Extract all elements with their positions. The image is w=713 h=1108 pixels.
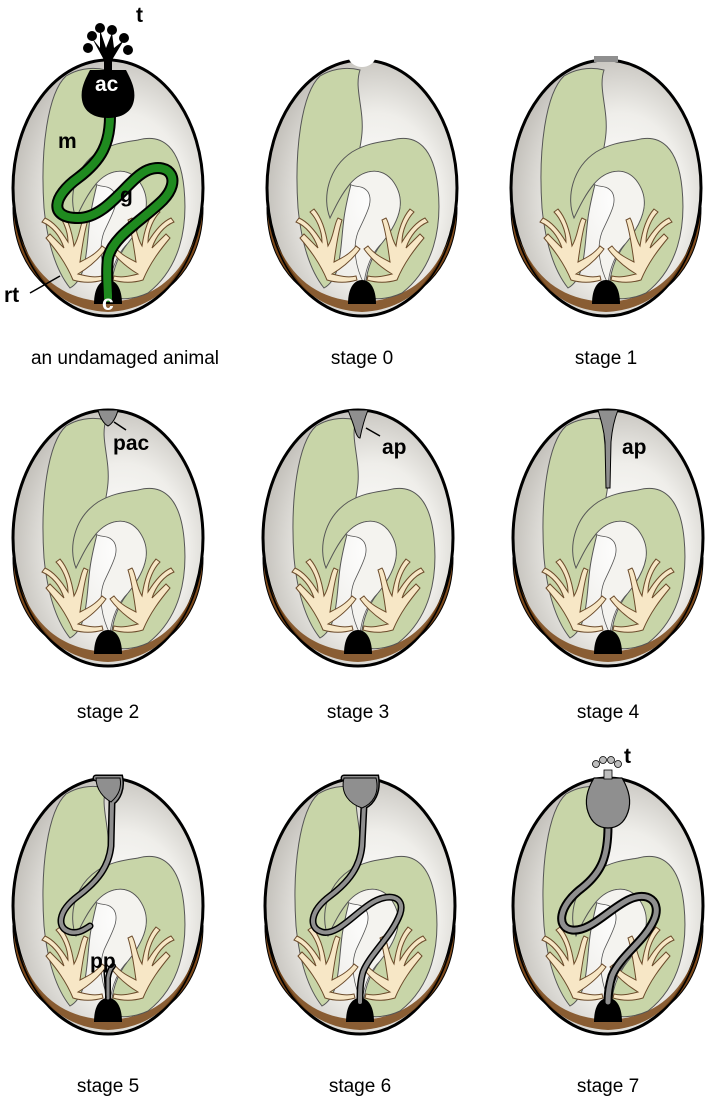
label-m: m <box>58 130 77 153</box>
panel-undamaged: ac t m g rt c <box>4 4 205 318</box>
label-g: g <box>120 184 133 207</box>
label-rt: rt <box>4 284 19 307</box>
label-pp: pp <box>90 950 116 973</box>
panel-stage-6 <box>263 774 457 1036</box>
caption-stage-6: stage 6 <box>329 1076 391 1097</box>
panel-stage-7: t <box>511 745 705 1036</box>
caption-stage-0: stage 0 <box>331 348 393 369</box>
caption-stage-5: stage 5 <box>77 1076 139 1097</box>
label-ap-3: ap <box>382 436 407 459</box>
label-t: t <box>136 4 143 27</box>
caption-stage-3: stage 3 <box>327 702 389 723</box>
panel-stage-4: ap <box>511 408 705 668</box>
label-ap-4: ap <box>622 436 647 459</box>
panel-stage-2: pac <box>11 408 205 668</box>
label-c: c <box>102 292 114 315</box>
caption-undamaged: an undamaged animal <box>31 348 219 369</box>
label-t-7: t <box>624 745 631 768</box>
panel-stage-1 <box>509 56 703 318</box>
panel-stage-3: ap <box>261 408 455 668</box>
caption-stage-1: stage 1 <box>575 348 637 369</box>
label-pac: pac <box>113 432 150 455</box>
caption-stage-2: stage 2 <box>77 702 139 723</box>
panel-stage-0 <box>265 56 459 318</box>
caption-stage-7: stage 7 <box>577 1076 639 1097</box>
caption-stage-4: stage 4 <box>577 702 640 723</box>
label-ac: ac <box>95 73 119 96</box>
panel-stage-5: pp <box>11 774 205 1036</box>
